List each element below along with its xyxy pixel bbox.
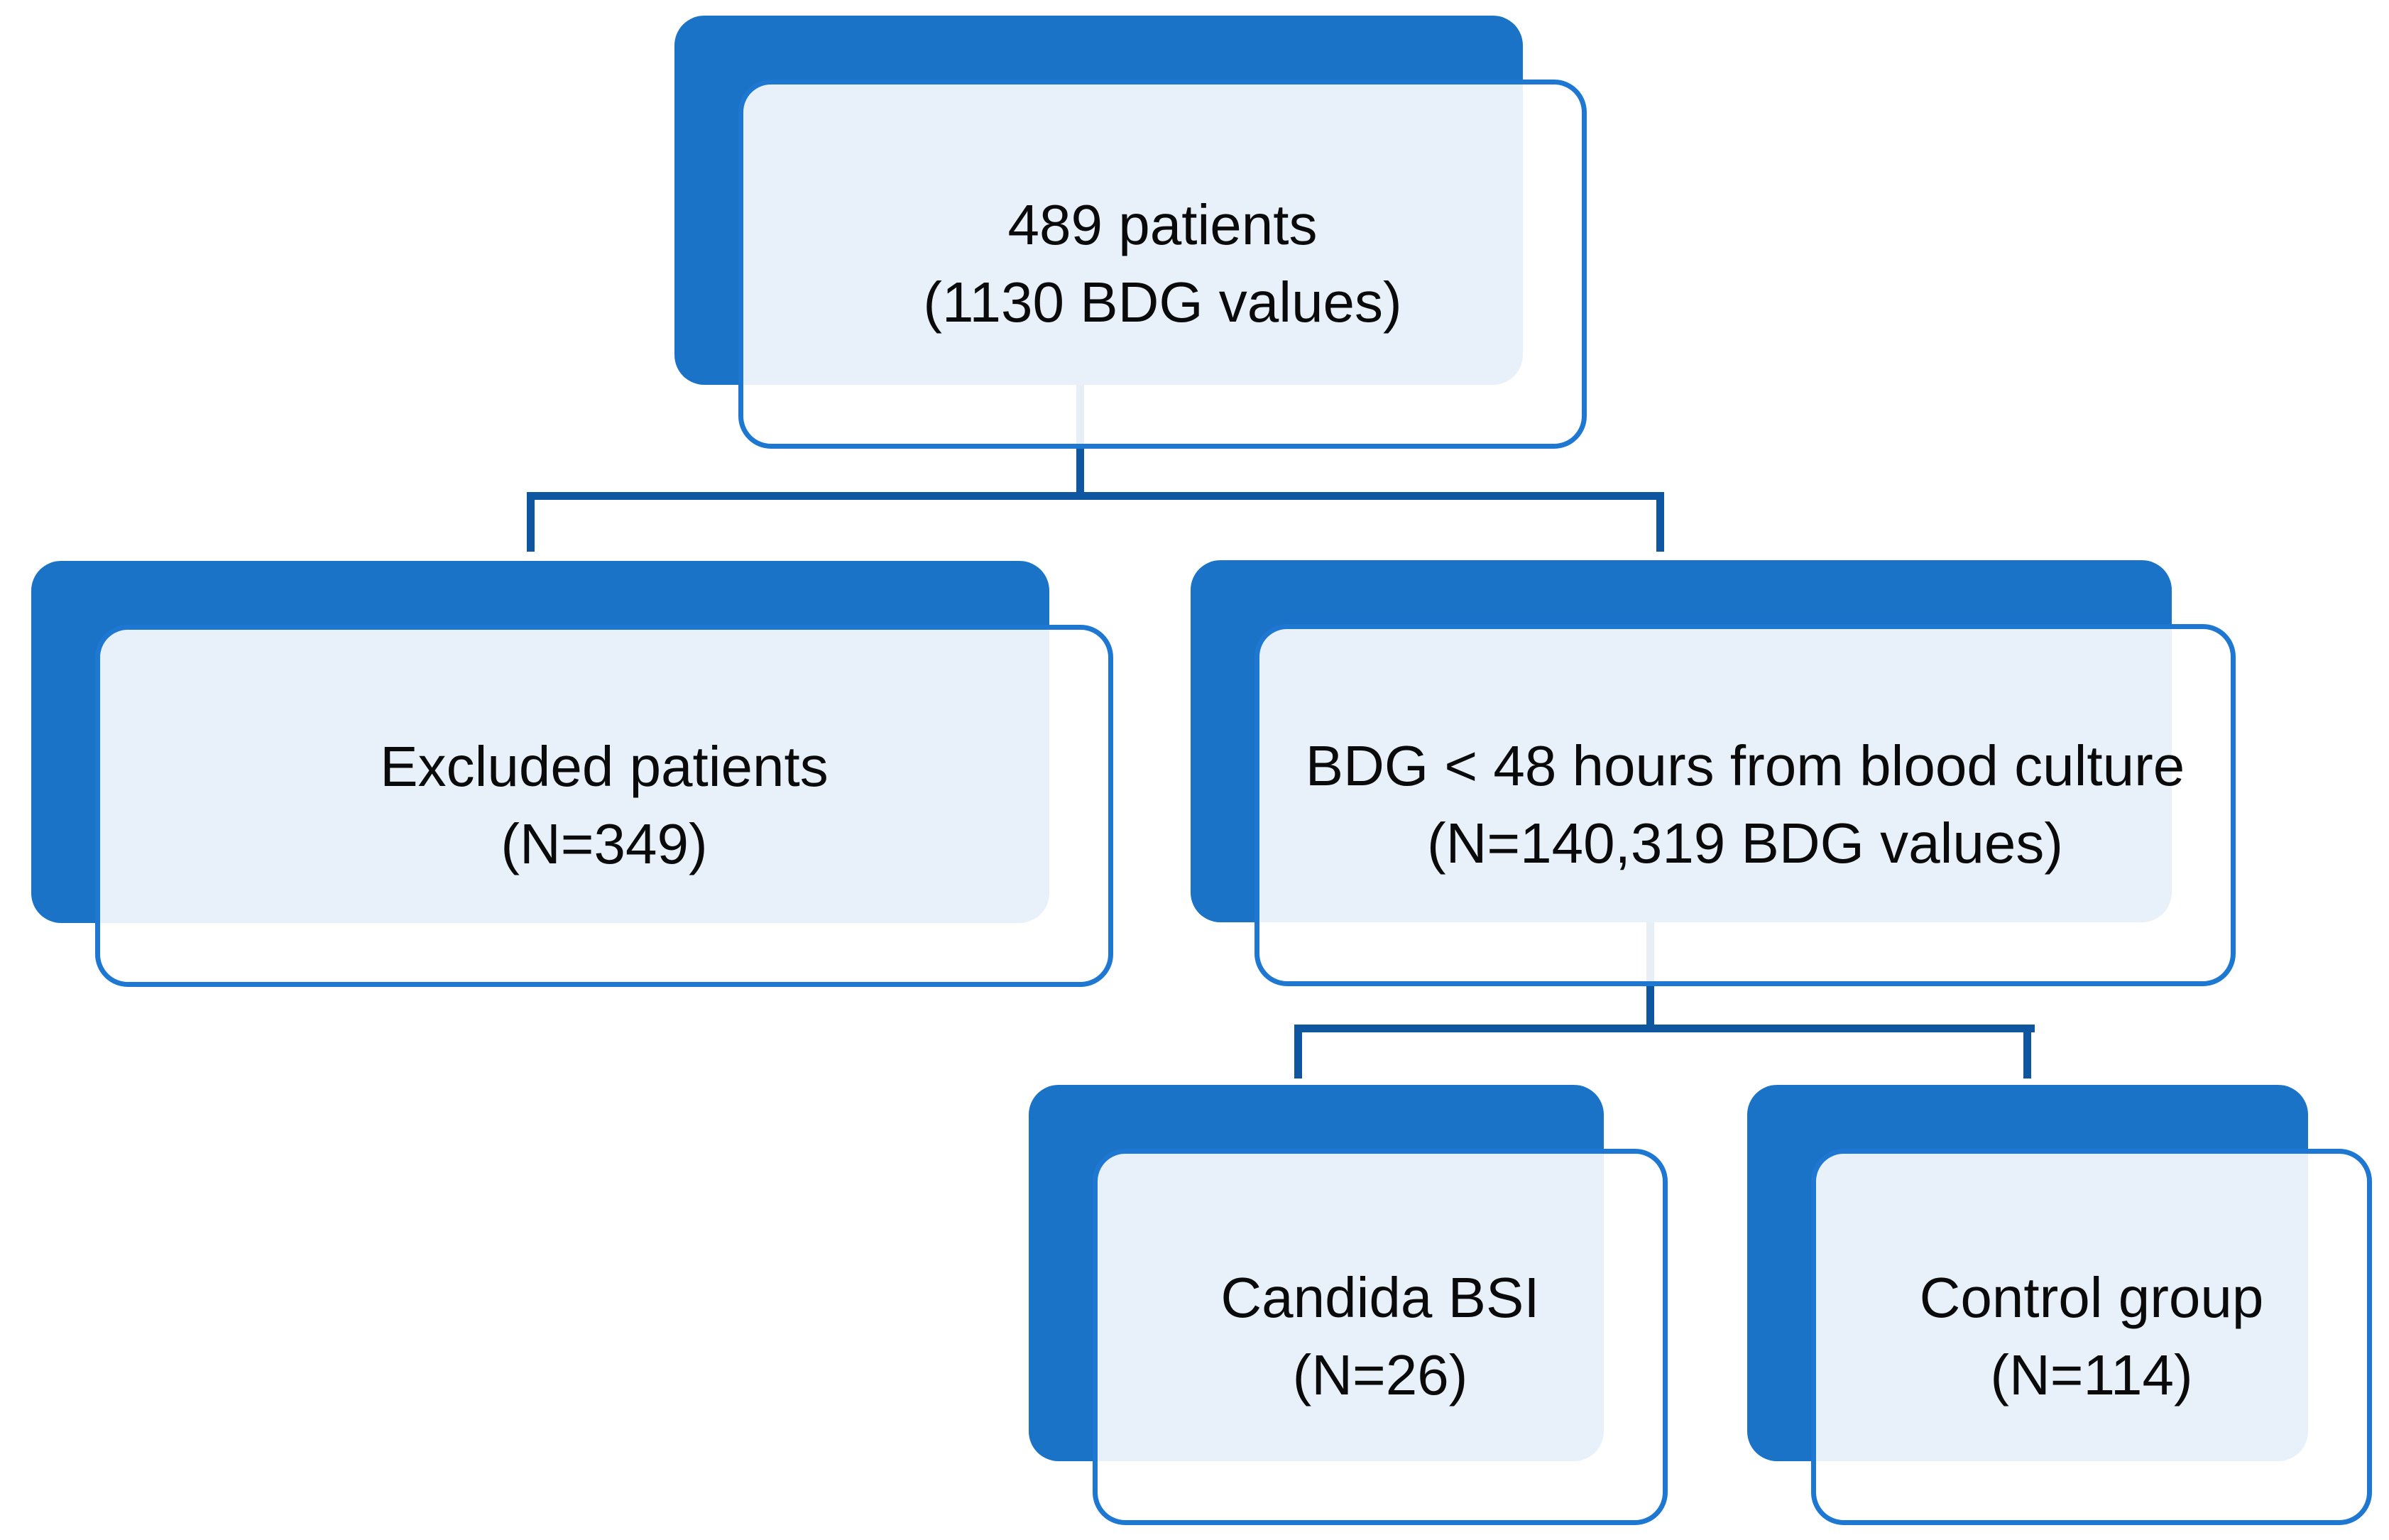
connector-drop-bdg48 (1656, 492, 1664, 552)
node-label: BDG < 48 hours from blood culture (N=140… (1306, 728, 2185, 883)
node-label: 489 patients (1130 BDG values) (923, 187, 1401, 342)
node-label-line2: (N=349) (501, 812, 708, 875)
node-label-line1: Candida BSI (1220, 1266, 1540, 1330)
node-label-line2: (N=26) (1292, 1343, 1468, 1407)
node-card: 489 patients (1130 BDG values) (738, 80, 1587, 449)
node-bdg-48-hours: BDG < 48 hours from blood culture (N=140… (1191, 560, 2236, 986)
node-label-line2: (1130 BDG values) (923, 271, 1402, 334)
connector-drop-candida (1294, 1025, 1302, 1078)
node-candida-bsi: Candida BSI (N=26) (1029, 1085, 1668, 1525)
node-label-line1: Control group (1919, 1266, 2264, 1330)
node-label-line2: (N=140,319 BDG values) (1426, 812, 2063, 875)
node-label: Excluded patients (N=349) (380, 728, 829, 883)
node-label-line2: (N=114) (1990, 1343, 2193, 1407)
node-label-line1: Excluded patients (380, 735, 829, 799)
connector-drop-control (2023, 1025, 2031, 1078)
connector-level1-crossbar (527, 492, 1663, 500)
connector-level2-crossbar (1294, 1025, 2035, 1032)
node-control-group: Control group (N=114) (1747, 1085, 2372, 1525)
node-card: Candida BSI (N=26) (1093, 1149, 1668, 1525)
node-excluded-patients: Excluded patients (N=349) (31, 561, 1113, 987)
connector-drop-excluded (527, 492, 535, 552)
node-label-line1: BDG < 48 hours from blood culture (1305, 734, 2185, 798)
node-label: Control group (N=114) (1920, 1260, 2264, 1414)
node-total-patients: 489 patients (1130 BDG values) (674, 16, 1587, 449)
node-label: Candida BSI (N=26) (1220, 1260, 1539, 1414)
node-card: BDG < 48 hours from blood culture (N=140… (1254, 624, 2236, 986)
node-card: Control group (N=114) (1811, 1149, 2372, 1525)
node-label-line1: 489 patients (1007, 193, 1318, 257)
node-card: Excluded patients (N=349) (95, 625, 1113, 987)
